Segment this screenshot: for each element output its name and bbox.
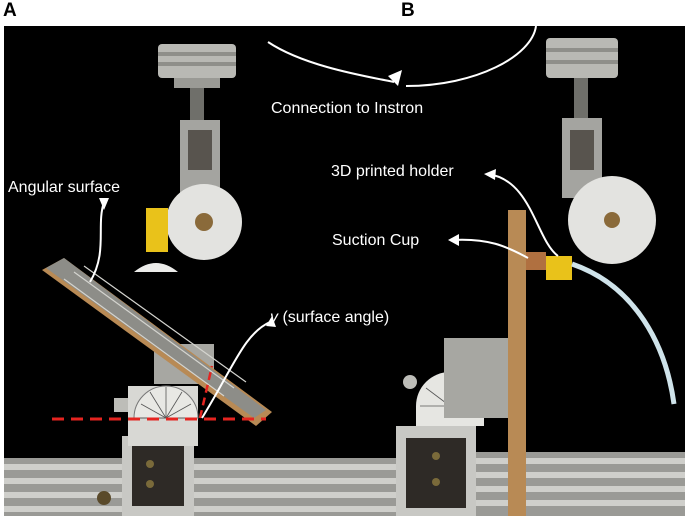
surface-angle-text: (surface angle) <box>278 309 390 326</box>
printed-holder <box>546 256 572 280</box>
gamma-symbol: γ <box>270 309 278 326</box>
connection-annotation: Connection to Instron <box>271 100 424 117</box>
surface-angle-annotation: γ (surface angle) <box>270 309 389 327</box>
connection-callout-line <box>405 26 537 87</box>
instron-knob <box>158 44 236 78</box>
suction-cup <box>526 252 546 270</box>
angle-reference-line <box>198 365 214 419</box>
suction-cup-callout <box>451 238 529 259</box>
suction-cup <box>134 263 178 272</box>
suction-cup-annotation: Suction Cup <box>332 232 420 249</box>
angular-surface-annotation: Angular surface <box>8 179 121 196</box>
panel-a-illustration <box>4 41 396 516</box>
angular-surface-callout <box>89 201 105 283</box>
panel-a-label: A <box>3 0 17 21</box>
vacuum-tube <box>571 261 677 405</box>
surface-angle-callout <box>201 321 271 419</box>
instron-knob <box>546 38 618 78</box>
panel-b-illustration <box>396 26 685 516</box>
panel-a-photo: Angular surface γ (surface angle) <box>4 26 396 516</box>
holder-callout <box>487 173 559 257</box>
holder-annotation: 3D printed holder <box>331 163 454 180</box>
connection-callout-line <box>267 41 395 83</box>
panel-b-photo <box>396 26 685 516</box>
panel-b-label: B <box>401 0 415 21</box>
suction-cup-holder <box>146 208 168 252</box>
vertical-surface-board <box>508 210 526 516</box>
